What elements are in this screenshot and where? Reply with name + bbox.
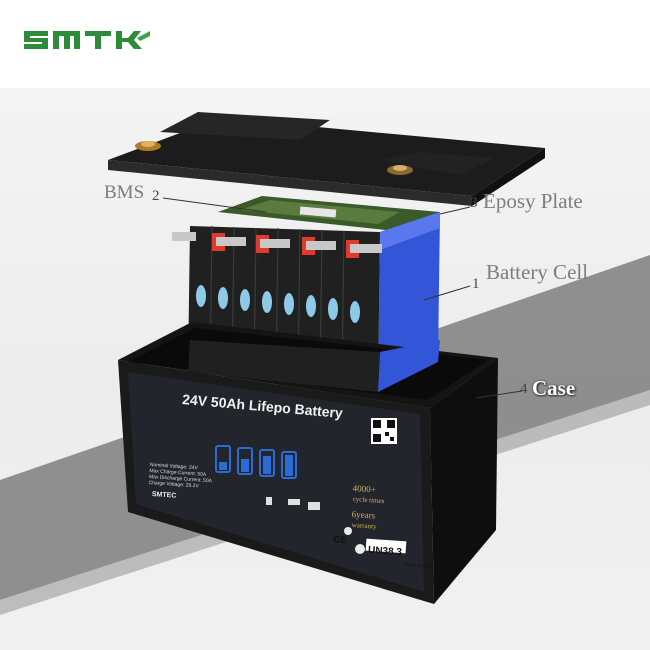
eposy-plate-number: 3 — [470, 195, 478, 211]
battery-level-icons — [215, 445, 297, 479]
cycle-life-value: 4000+ — [352, 483, 377, 495]
bms-label: BMS — [104, 182, 145, 203]
warranty-caption: warranty — [351, 521, 377, 531]
bms-number: 2 — [152, 188, 160, 204]
case-label: Case — [532, 376, 576, 400]
battery-cell-label: Battery Cell — [486, 260, 589, 284]
qr-code — [371, 418, 397, 444]
top-lid — [108, 112, 545, 206]
smtk-logo — [24, 31, 150, 49]
battery-cell-number: 1 — [472, 276, 480, 292]
un-certification: UN38.3 — [367, 544, 403, 559]
eposy-plate-label: Eposy Plate — [483, 189, 583, 213]
battery-case — [118, 322, 498, 604]
case-number: 4 — [520, 381, 528, 397]
warranty-value: 6years — [351, 509, 376, 521]
ce-mark: CE — [332, 534, 348, 547]
bms-board — [218, 196, 440, 232]
